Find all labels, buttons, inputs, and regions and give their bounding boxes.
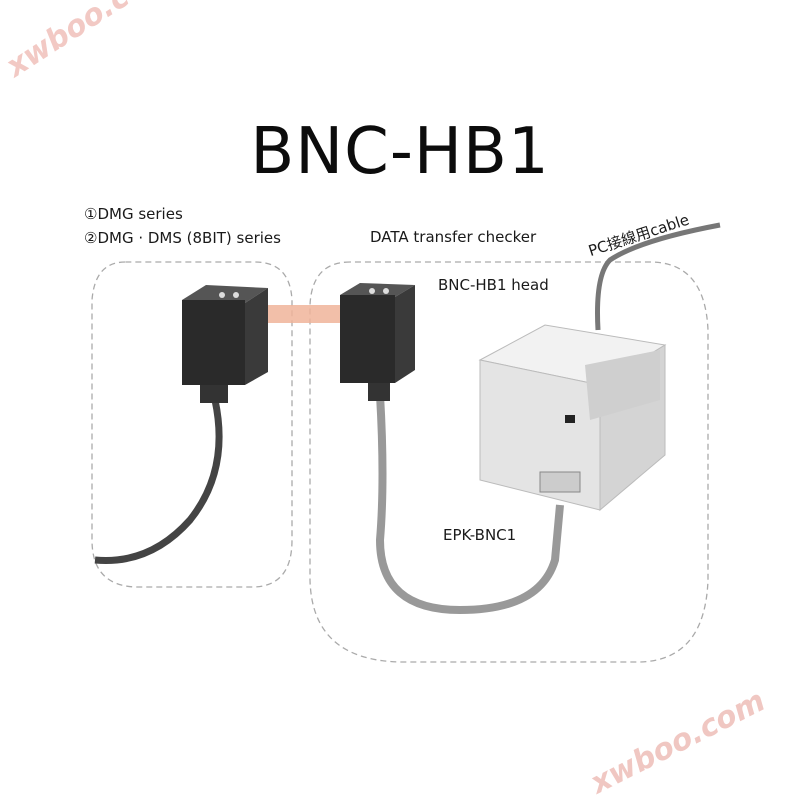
sensor-cable [94,399,223,564]
label-bnc-hb1-head: BNC-HB1 head [438,276,549,294]
label-dmg-dms-series: ②DMG · DMS (8BIT) series [84,229,281,247]
page-title: BNC-HB1 [250,115,550,189]
label-dmg-series: ①DMG series [84,205,183,223]
bnc-hb1-head [340,283,415,401]
label-epk-bnc1: EPK-BNC1 [443,526,517,544]
data-transfer-checker-device [478,324,667,512]
head-cable [375,394,564,615]
group-outline-checker [309,261,709,663]
label-data-transfer-checker: DATA transfer checker [370,228,537,246]
dmg-sensor [182,285,268,403]
pc-cable [595,222,721,331]
